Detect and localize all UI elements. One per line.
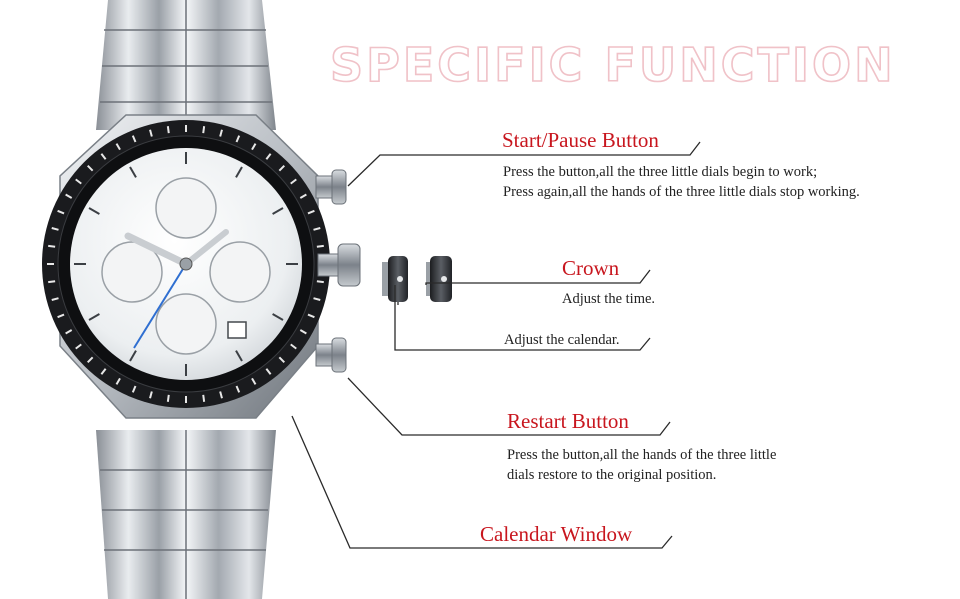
bezel-tick: [299, 193, 307, 199]
pusher-start: [315, 169, 347, 205]
crown-position-1-icon: [382, 256, 408, 302]
bezel-tick: [166, 126, 170, 134]
restart-label: Restart Button: [507, 409, 629, 433]
bezel-tick: [48, 244, 56, 248]
bezel-tick: [149, 129, 153, 137]
bezel-tick: [57, 313, 65, 319]
crown-desc: Adjust the time.: [562, 291, 656, 307]
bezel-tick: [100, 368, 107, 375]
crown-on-case: [317, 243, 361, 287]
crown-position-2-icon: [426, 256, 452, 302]
bezel-tick: [313, 227, 321, 231]
bezel-tick: [65, 329, 73, 335]
bezel-tick: [57, 209, 65, 215]
bezel-tick: [100, 153, 107, 160]
bezel-tick: [65, 193, 73, 199]
dial-tick: [129, 166, 137, 178]
dial-tick: [235, 166, 243, 178]
bezel-tick: [87, 356, 94, 363]
bezel-tick: [87, 165, 94, 172]
bezel-tick: [235, 385, 241, 393]
bezel-tick: [75, 178, 82, 185]
bezel-tick: [202, 126, 206, 134]
dial-tick: [129, 350, 137, 362]
dial-tick: [272, 207, 284, 215]
bezel-tick: [316, 244, 324, 248]
bezel-tick: [51, 297, 59, 301]
bezel-tick: [251, 377, 257, 385]
bezel-tick: [166, 394, 170, 402]
bezel-tick: [48, 280, 56, 284]
bezel-tick: [235, 135, 241, 143]
bezel-tick: [115, 143, 121, 151]
watch-hands: [124, 229, 229, 349]
restart-desc-2: dials restore to the original position.: [507, 467, 717, 483]
start-pause-label: Start/Pause Button: [502, 128, 659, 152]
bezel-tick: [131, 135, 137, 143]
bezel-tick: [75, 343, 82, 350]
dial-tick: [272, 313, 284, 321]
dial-tick: [88, 207, 100, 215]
start-pause-desc-1: Press the button,all the three little di…: [503, 164, 818, 180]
bezel-tick: [316, 280, 324, 284]
bezel-tick: [265, 153, 272, 160]
page-title: SPECIFIC FUNCTION: [329, 37, 896, 93]
bezel-tick: [307, 313, 315, 319]
dial-tick: [235, 350, 243, 362]
bezel-tick: [219, 391, 223, 399]
dial-tick: [88, 313, 100, 321]
bezel-tick: [149, 391, 153, 399]
sub-dials: [101, 177, 271, 355]
bezel-tick: [251, 143, 257, 151]
bezel-tick: [290, 343, 297, 350]
bezel-tick: [219, 129, 223, 137]
bezel-tick: [278, 356, 285, 363]
bezel-tick: [290, 178, 297, 185]
watch-bracelet: [96, 0, 276, 599]
bezel-tick: [313, 297, 321, 301]
bezel-tick: [115, 377, 121, 385]
bezel-tick: [299, 329, 307, 335]
leader-lines: [291, 141, 701, 549]
bezel-tick: [265, 368, 272, 375]
bezel-tick: [278, 165, 285, 172]
start-pause-desc-2: Press again,all the hands of the three l…: [503, 184, 860, 200]
bezel-tick: [131, 385, 137, 393]
calendar-adjust-desc: Adjust the calendar.: [504, 332, 620, 348]
bezel-tick: [51, 227, 59, 231]
bezel-tick: [307, 209, 315, 215]
calendar-window-label: Calendar Window: [480, 522, 633, 546]
crown-label: Crown: [562, 256, 620, 280]
pusher-restart: [315, 337, 347, 373]
restart-desc-1: Press the button,all the hands of the th…: [507, 447, 777, 463]
bezel-tick: [202, 394, 206, 402]
